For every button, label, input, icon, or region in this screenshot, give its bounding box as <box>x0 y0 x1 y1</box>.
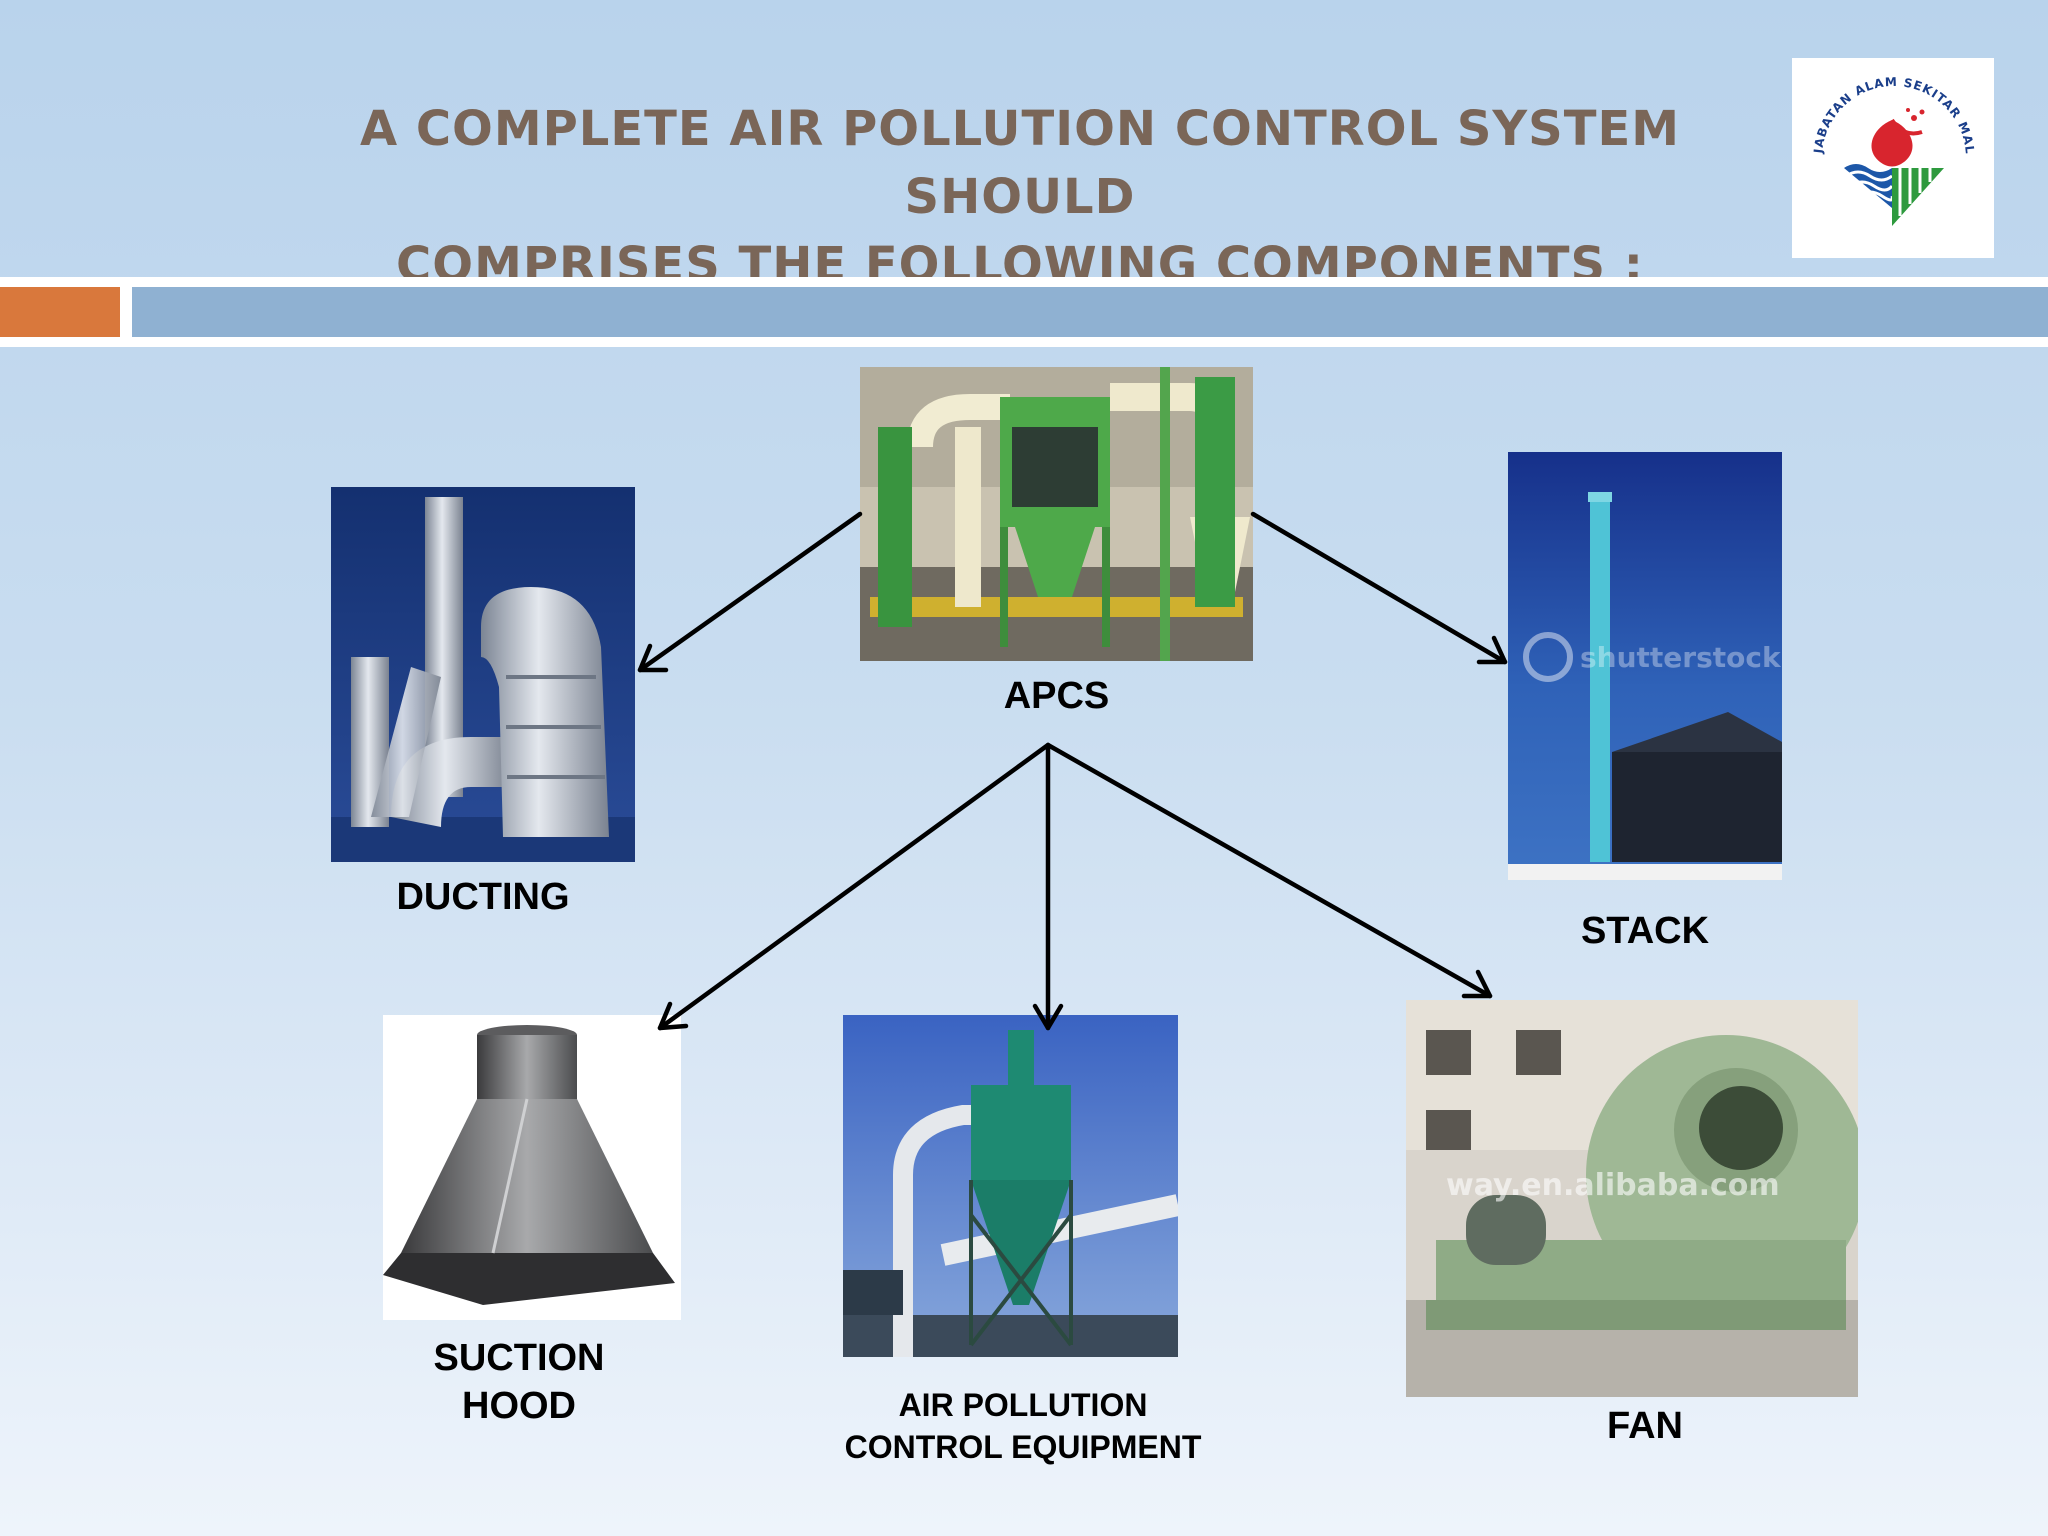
arrow-apcs-ducting <box>637 511 863 673</box>
stack-watermark: shutterstock <box>1580 641 1782 674</box>
arrowhead-suction-hood <box>657 1001 689 1031</box>
jas-logo-icon: JABATAN ALAM SEKITAR MALAYSIA <box>1786 47 1976 226</box>
arrowhead-stack <box>1476 635 1508 665</box>
arrowhead-ducting <box>637 643 669 673</box>
suction-hood-label-line-1: SUCTION <box>433 1337 605 1379</box>
fan-watermark: way.en.alibaba.com <box>1446 1168 1780 1203</box>
apcs-photo <box>860 367 1253 661</box>
apce-label-line-2: CONTROL EQUIPMENT <box>844 1429 1202 1465</box>
ducting-photo <box>331 487 635 862</box>
stack-photo: shutterstock <box>1508 452 1782 880</box>
suction-hood-label: SUCTION HOOD <box>419 1334 619 1430</box>
arrow-apcs-fan <box>1045 742 1493 999</box>
apcs-label: APCS <box>1003 675 1110 717</box>
orange-accent-bar <box>0 287 120 337</box>
arrow-apcs-stack <box>1250 511 1508 665</box>
arrowhead-fan <box>1461 969 1493 999</box>
apce-label-line-1: AIR POLLUTION <box>898 1387 1148 1423</box>
stack-label: STACK <box>1580 910 1710 952</box>
fan-label: FAN <box>1607 1405 1683 1447</box>
title-line-1: A COMPLETE AIR POLLUTION CONTROL SYSTEM … <box>359 101 1681 225</box>
arrow-apcs-suction-hood <box>657 742 1051 1031</box>
apce-photo <box>843 1015 1178 1357</box>
jas-logo: JABATAN ALAM SEKITAR MALAYSIA <box>1786 47 1994 258</box>
fan-photo: way.en.alibaba.com <box>1406 1000 1858 1397</box>
apce-label: AIR POLLUTION CONTROL EQUIPMENT <box>803 1384 1243 1468</box>
suction-hood-photo <box>383 1015 681 1320</box>
ducting-label: DUCTING <box>396 876 570 918</box>
suction-hood-label-line-2: HOOD <box>462 1385 576 1427</box>
arrowhead-apce <box>1032 1003 1064 1031</box>
blue-accent-bar <box>132 287 2048 337</box>
